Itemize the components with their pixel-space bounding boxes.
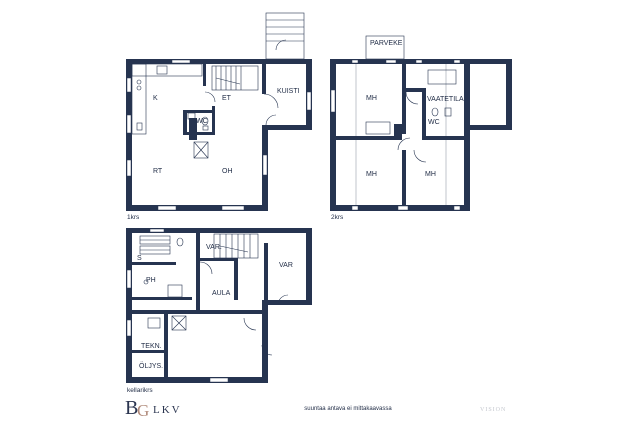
second-floor-plan [330, 35, 512, 211]
scale-note: suuntaa antava ei mittakaavassa [304, 406, 392, 412]
first-floor-plan [126, 12, 312, 211]
room-label-parveke: PARVEKE [370, 40, 403, 47]
room-label-mh-3: MH [425, 171, 436, 178]
room-label-tekn: TEKN. [141, 343, 162, 350]
room-label-oljys: ÖLJYS. [139, 362, 163, 370]
room-label-wc-1: WC [196, 118, 208, 125]
room-label-kuisti: KUISTI [277, 88, 300, 95]
logo-lkv: LKV [153, 404, 182, 416]
room-label-rt: RT [153, 168, 163, 175]
room-label-vaatetila: VAATETILA [427, 96, 464, 103]
basement-plan [126, 228, 312, 383]
room-label-mh-1: MH [366, 95, 377, 102]
room-label-var-1: VAR. [206, 244, 222, 251]
watermark: VISION [480, 407, 506, 413]
room-label-wc-2: WC [428, 119, 440, 126]
room-label-ph: PH [146, 277, 156, 284]
floor-label-kellarikrs: kellarikrs [127, 387, 153, 394]
room-label-aula: AULA [212, 290, 231, 297]
room-label-oh: OH [222, 168, 233, 175]
room-label-et: ET [222, 95, 232, 102]
floor-label-1krs: 1krs [127, 214, 140, 221]
room-label-mh-2: MH [366, 171, 377, 178]
logo-letter-g: G [137, 401, 149, 420]
floor-label-2krs: 2krs [331, 214, 344, 221]
company-logo: B G LKV [125, 397, 182, 420]
room-label-s: S [137, 255, 142, 262]
room-label-k: K [153, 95, 158, 102]
logo-letter-b: B [125, 397, 138, 419]
room-label-var-2: VAR [279, 262, 293, 269]
